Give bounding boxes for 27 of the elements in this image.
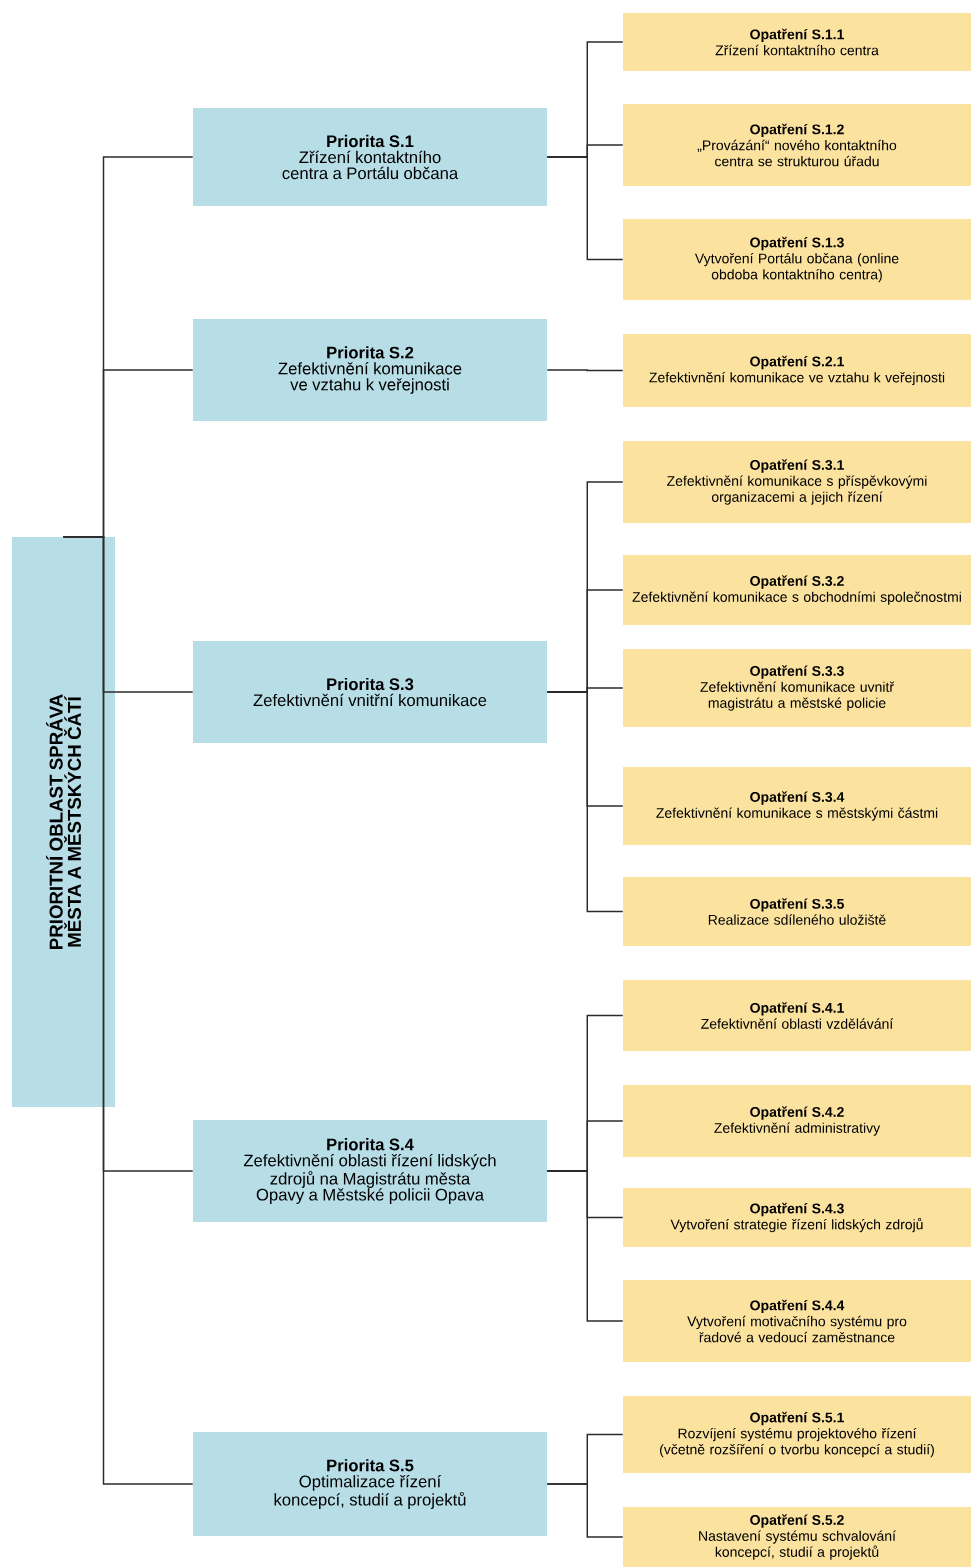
measure-box: Opatření S.4.3 Vytvoření strategie řízení lidských zdrojů [623,1188,971,1247]
priority-box: Priorita S.5 Optimalizace řízení koncepcí, studií a projektů [193,1432,547,1536]
connector-line [546,691,624,913]
priority-box: Priorita S.3 Zefektivnění vnitřní komunikace [193,641,547,743]
measure-box: Opatření S.4.1 Zefektivnění oblasti vzdělávání [623,980,971,1051]
priority-box: Priorita S.4 Zefektivnění oblasti řízení lidských zdrojů na Magistrátu města Opavy a Městské policii Opava [193,1120,547,1222]
connector-line [546,1483,624,1538]
priority-box: Priorita S.2 Zefektivnění komunikace ve vztahu k veřejnosti [193,319,547,421]
measure-box: Opatření S.3.3 Zefektivnění komunikace uvnitř magistrátu a městské policie [623,649,971,727]
measure-box: Opatření S.3.1 Zefektivnění komunikace s příspěvkovými organizacemi a jejich řízení [623,441,971,523]
measure-box: Opatření S.5.2 Nastavení systému schvalování koncepcí, studií a projektů [623,1507,971,1567]
measure-box: Opatření S.1.1 Zřízení kontaktního centra [623,13,971,71]
measure-box: Opatření S.3.4 Zefektivnění komunikace s městskými částmi [623,767,971,845]
area-box: PRIORITNÍ OBLAST SPRÁVA MĚSTA A MĚSTSKÝCH ČÁTÍ [12,537,115,1107]
connector-line [546,1170,624,1322]
measure-box: Opatření S.4.4 Vytvoření motivačního systému pro řadové a vedoucí zaměstnance [623,1280,971,1362]
measure-box: Opatření S.1.2 „Provázání“ nového kontaktního centra se strukturou úřadu [623,104,971,186]
measure-box: Opatření S.3.5 Realizace sdíleného uložiště [623,877,971,946]
measure-box: Opatření S.1.3 Vytvoření Portálu občana (online obdoba kontaktního centra) [623,219,971,300]
measure-box: Opatření S.4.2 Zefektivnění administrativy [623,1085,971,1157]
connector-line [546,369,624,372]
connector-line [546,156,624,261]
connector-line [62,536,194,1485]
priority-box: Priorita S.1 Zřízení kontaktního centra a Portálu občana [193,108,547,206]
measure-box: Opatření S.3.2 Zefektivnění komunikace s obchodními společnostmi [623,555,971,625]
measure-box: Opatření S.5.1 Rozvíjení systému projektového řízení (včetně rozšíření o tvorbu koncepcí a studií) [623,1396,971,1473]
measure-box: Opatření S.2.1 Zefektivnění komunikace ve vztahu k veřejnosti [623,334,971,407]
